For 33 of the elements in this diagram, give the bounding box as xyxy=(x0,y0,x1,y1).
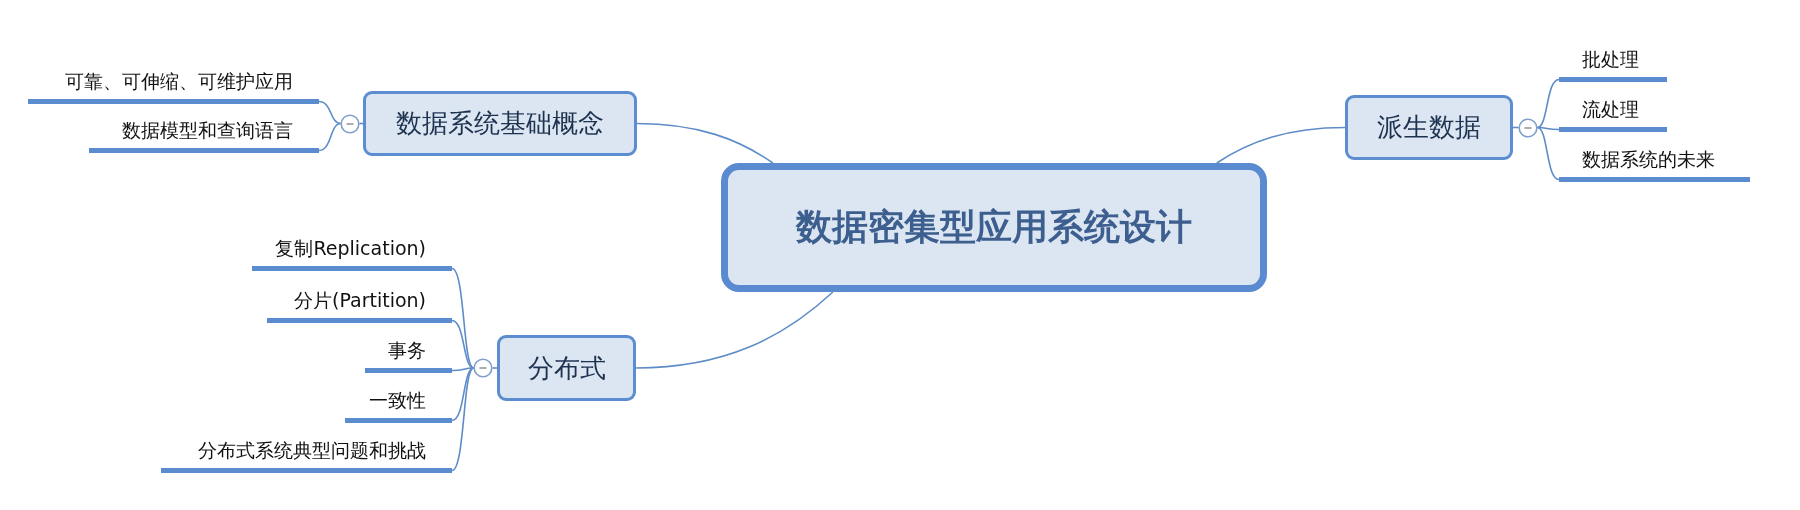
subtopic-text: 分片(Partition) xyxy=(294,288,426,312)
central-topic-text: 数据密集型应用系统设计 xyxy=(796,205,1192,249)
topic-box xyxy=(363,91,637,156)
connector-line xyxy=(318,100,342,125)
minus-circle-icon xyxy=(1518,117,1538,138)
subtopic-text: 流处理 xyxy=(1582,97,1639,121)
subtopic-text: 数据模型和查询语言 xyxy=(122,118,293,142)
connector-line xyxy=(451,367,475,472)
central-topic-box xyxy=(721,163,1267,292)
connector-line xyxy=(1536,126,1560,181)
topic-box xyxy=(497,335,636,401)
connector-line xyxy=(358,122,364,125)
topic-text: 数据系统基础概念 xyxy=(396,107,604,140)
minus-circle-icon xyxy=(473,358,493,378)
topic-text: 分布式 xyxy=(527,351,606,385)
subtopic-text: 事务 xyxy=(388,338,426,362)
subtopic-text: 数据系统的未来 xyxy=(1582,147,1715,171)
connector-line xyxy=(1216,126,1346,164)
topic-box xyxy=(1345,95,1513,160)
connector-line xyxy=(318,122,342,152)
topic-text: 派生数据 xyxy=(1377,111,1481,144)
connector-line xyxy=(491,367,498,369)
connector-line xyxy=(451,267,475,369)
connector-line xyxy=(1536,78,1560,129)
subtopic-text: 批处理 xyxy=(1582,47,1639,71)
connector-line xyxy=(636,122,774,164)
subtopic-text: 复制Replication) xyxy=(275,236,426,260)
subtopic-text: 可靠、可伸缩、可维护应用 xyxy=(65,69,293,93)
connector-line xyxy=(451,319,475,369)
connector-line xyxy=(635,291,834,369)
subtopic-text: 分布式系统典型问题和挑战 xyxy=(198,438,426,462)
subtopic-text: 一致性 xyxy=(369,388,426,412)
minus-circle-icon xyxy=(340,113,360,134)
